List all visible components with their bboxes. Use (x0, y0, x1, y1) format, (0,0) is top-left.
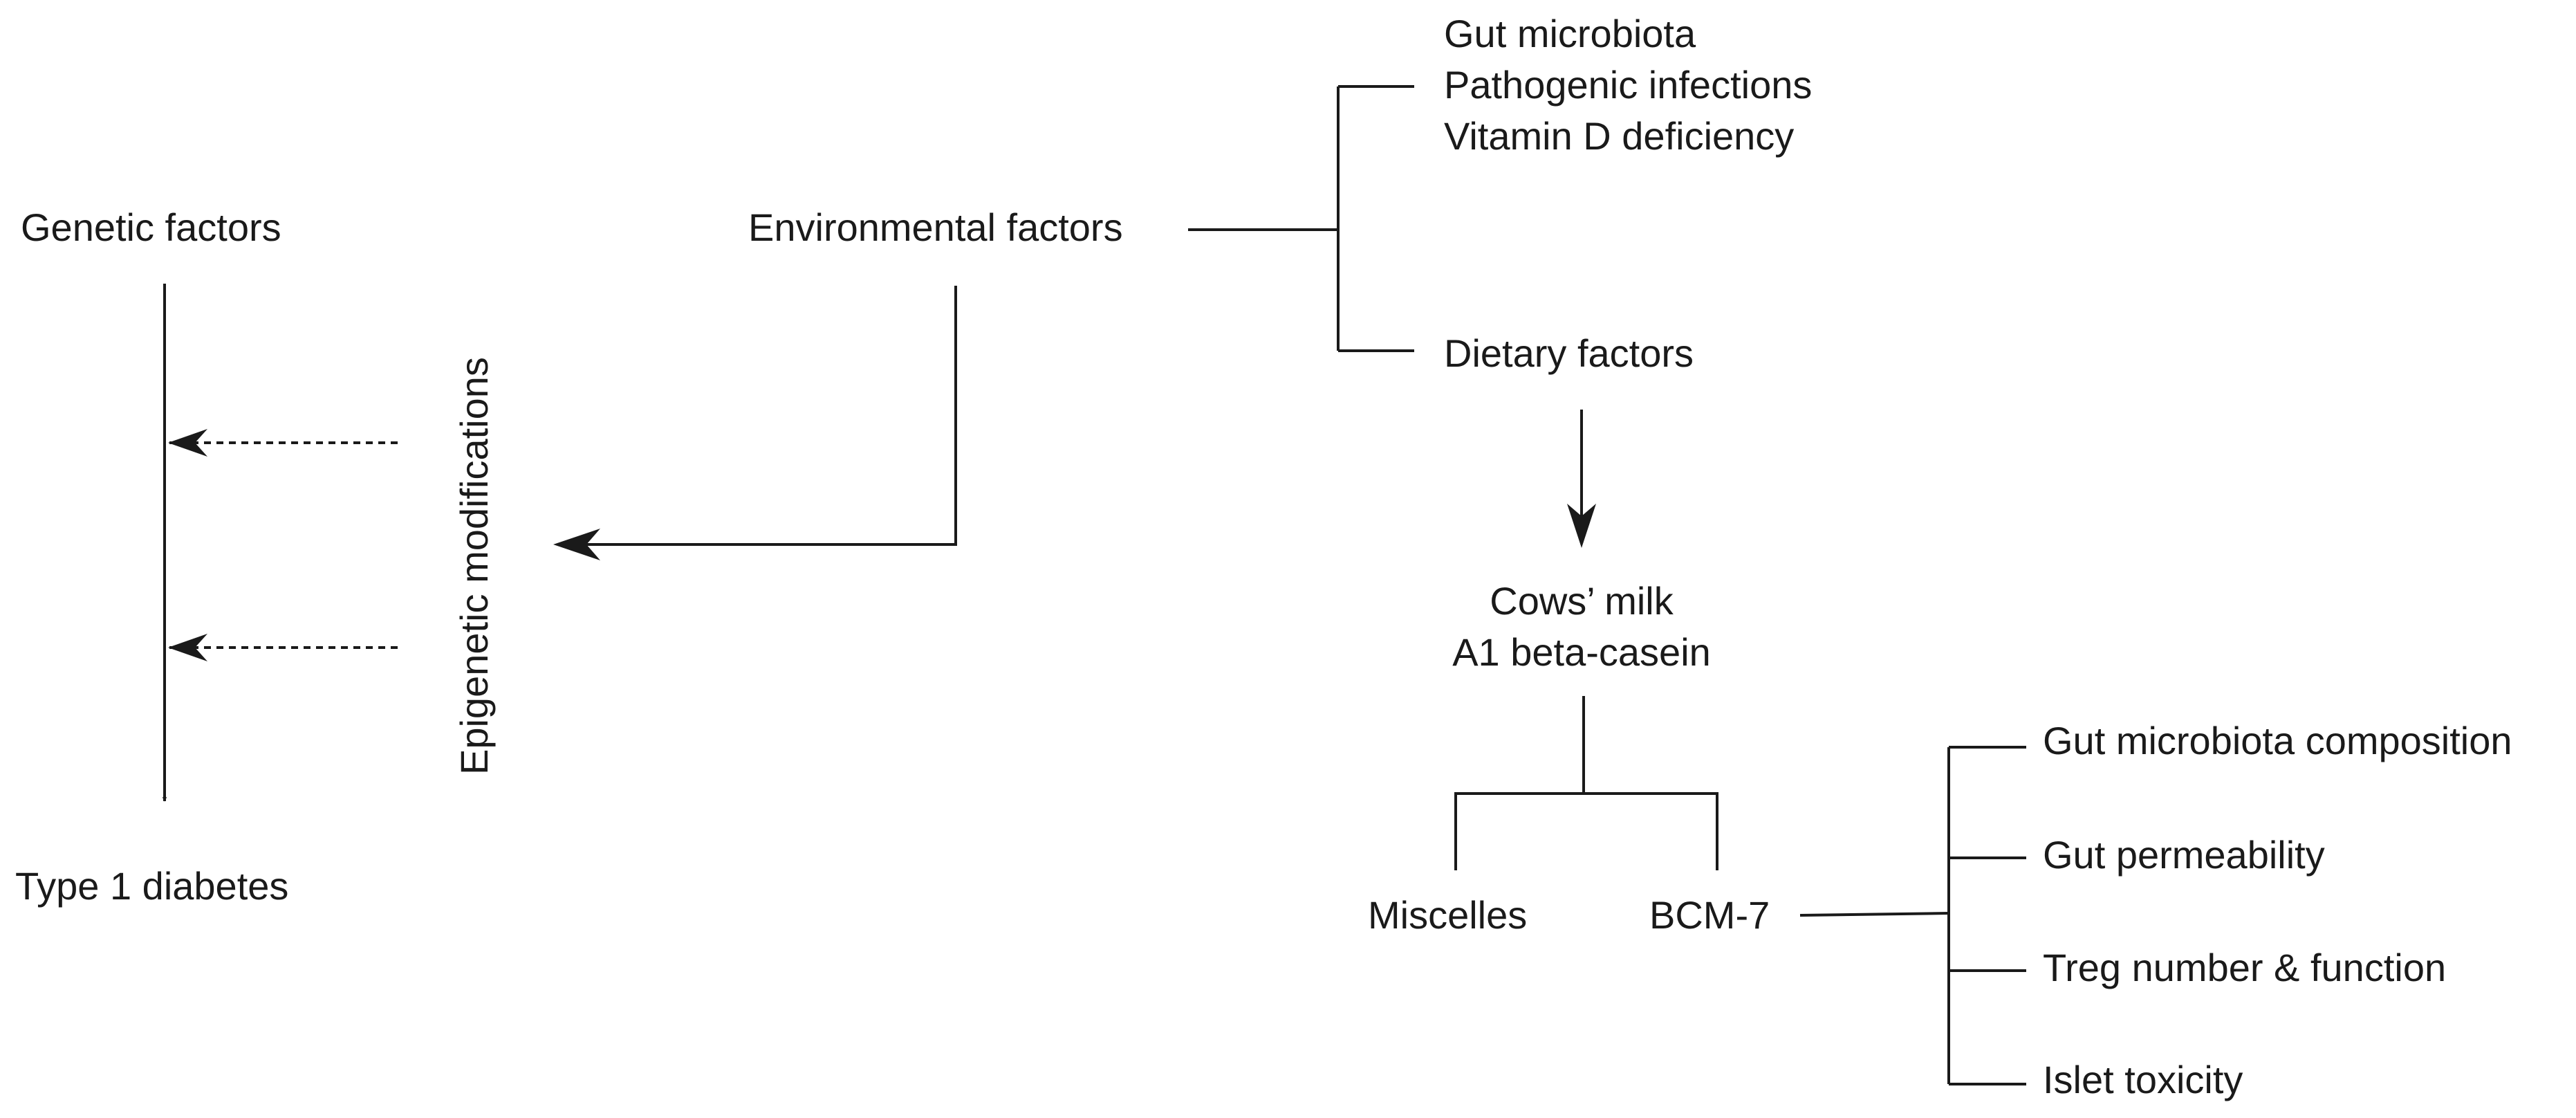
env-list-item: Gut microbiota (1444, 12, 1696, 55)
environmental-to-epigenetic-line (560, 286, 957, 546)
a1-beta-casein-label: A1 beta-casein (1452, 630, 1711, 674)
environmental-factors-label: Environmental factors (748, 205, 1123, 249)
dietary-to-milk-arrowhead (1567, 504, 1596, 548)
miscelles-label: Miscelles (1368, 893, 1527, 937)
epigenetic-modifications-label: Epigenetic modifications (452, 357, 496, 775)
bcm7-effect-item: Islet toxicity (2043, 1058, 2243, 1101)
env-list-item: Vitamin D deficiency (1444, 114, 1794, 158)
bcm7-connector (1799, 912, 1949, 917)
env-list-item: Pathogenic infections (1444, 63, 1812, 107)
type1-diabetes-label: Type 1 diabetes (15, 864, 288, 908)
genetic-factors-label: Genetic factors (21, 205, 281, 249)
epigenetic-dashed-arrowhead-upper (168, 429, 207, 457)
dietary-factors-label: Dietary factors (1444, 331, 1694, 375)
bcm7-effect-item: Treg number & function (2043, 946, 2446, 989)
bcm7-effect-item: Gut microbiota composition (2043, 719, 2512, 762)
milk-split-bracket (1454, 792, 1718, 870)
bcm7-effect-item: Gut permeability (2043, 833, 2325, 877)
bcm7-label: BCM-7 (1649, 893, 1770, 937)
epigenetic-dashed-arrowhead-lower (168, 634, 207, 661)
environmental-to-epigenetic-arrowhead (553, 529, 600, 560)
cows-milk-label: Cows’ milk (1490, 579, 1674, 623)
